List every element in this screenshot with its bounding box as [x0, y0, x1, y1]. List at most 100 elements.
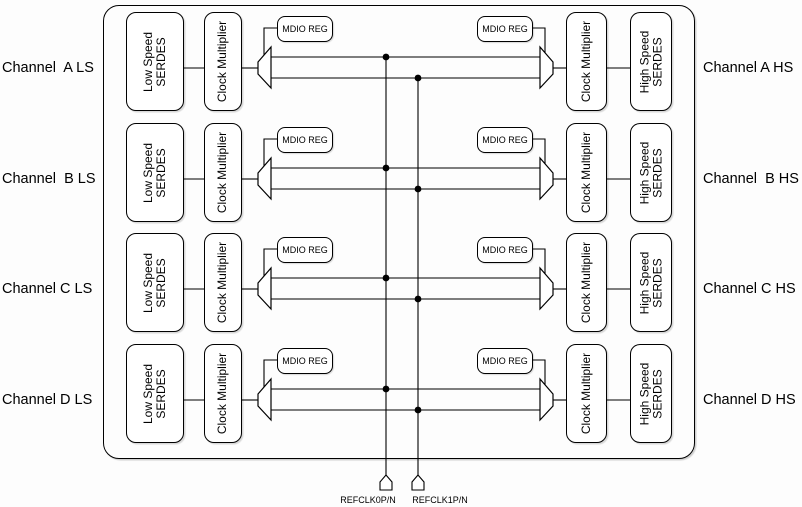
mdio-select-wire [532, 27, 546, 54]
mdio-reg-block: MDIO REG [277, 237, 333, 263]
mdio-reg-text: MDIO REG [482, 356, 528, 366]
high-speed-serdes-text: High Speed SERDES [637, 251, 664, 314]
clock-multiplier-block: Clock Multiplier [204, 233, 242, 332]
clock-multiplier-block: Clock Multiplier [204, 12, 242, 111]
refclk-mux-left [257, 156, 272, 201]
low-speed-serdes-line2: SERDES [154, 36, 169, 87]
mdio-reg-block: MDIO REG [477, 127, 533, 153]
channel-a-hs-label: Channel A HS [703, 60, 794, 76]
channel-d-hs-label: Channel D HS [703, 392, 796, 408]
channel-row-d: Channel D LS Low Speed SERDES Clock Mult… [0, 344, 802, 443]
mdio-reg-text: MDIO REG [482, 245, 528, 255]
channel-b-ls-label: Channel B LS [2, 171, 96, 187]
mdio-select-wire [263, 138, 277, 166]
mdio-reg-block: MDIO REG [477, 348, 533, 374]
low-speed-serdes-text: Low Speed SERDES [141, 142, 169, 202]
channel-a-ls-label: Channel A LS [2, 60, 94, 76]
clock-multiplier-text: Clock Multiplier [579, 352, 594, 435]
clock-multiplier-block: Clock Multiplier [566, 123, 607, 222]
mdio-reg-text: MDIO REG [282, 135, 328, 145]
junction-dot [414, 295, 422, 303]
clock-multiplier-text: Clock Multiplier [579, 241, 594, 324]
refclk-mux-right [539, 45, 554, 90]
clock-multiplier-block: Clock Multiplier [204, 344, 242, 443]
refclk-mux-left [257, 377, 272, 422]
junction-dot [382, 164, 390, 172]
channel-d-clock-nets [184, 359, 630, 411]
junction-dot [414, 406, 422, 414]
high-speed-serdes-line2: SERDES [650, 36, 664, 87]
clock-multiplier-block: Clock Multiplier [566, 12, 607, 111]
refclk0-pin-label: REFCLK0P/N [340, 495, 396, 505]
channel-b-clock-nets [184, 138, 630, 190]
channel-b-hs-label: Channel B HS [703, 171, 799, 187]
high-speed-serdes-block: High Speed SERDES [630, 233, 672, 332]
clock-multiplier-text: Clock Multiplier [215, 131, 230, 214]
mdio-select-wire [532, 248, 546, 275]
mdio-select-wire [263, 248, 277, 276]
junction-dot [414, 74, 422, 82]
clock-multiplier-block: Clock Multiplier [566, 233, 607, 332]
high-speed-serdes-text: High Speed SERDES [637, 362, 664, 425]
junction-dot [414, 185, 422, 193]
high-speed-serdes-line1: High Speed [637, 362, 651, 425]
channel-row-a: Channel A LS Low Speed SERDES Clock Mult… [0, 12, 802, 111]
mdio-reg-text: MDIO REG [282, 245, 328, 255]
mdio-reg-text: MDIO REG [282, 24, 328, 34]
refclk-mux-left [257, 266, 272, 311]
mdio-reg-text: MDIO REG [482, 24, 528, 34]
channel-c-hs-label: Channel C HS [703, 281, 796, 297]
low-speed-serdes-block: Low Speed SERDES [126, 12, 184, 111]
high-speed-serdes-text: High Speed SERDES [637, 141, 664, 204]
junction-dot [382, 274, 390, 282]
high-speed-serdes-line1: High Speed [637, 141, 651, 204]
refclk-mux-right [539, 377, 554, 422]
mdio-select-wire [532, 138, 546, 165]
high-speed-serdes-text: High Speed SERDES [637, 30, 664, 93]
mdio-reg-text: MDIO REG [282, 356, 328, 366]
low-speed-serdes-line2: SERDES [154, 257, 169, 308]
refclk1-pin-label: REFCLK1P/N [412, 495, 468, 505]
channel-d-ls-label: Channel D LS [2, 392, 93, 408]
mdio-select-wire [263, 27, 277, 55]
high-speed-serdes-line1: High Speed [637, 30, 651, 93]
high-speed-serdes-line1: High Speed [637, 251, 651, 314]
mdio-reg-block: MDIO REG [277, 16, 333, 42]
low-speed-serdes-text: Low Speed SERDES [141, 363, 168, 423]
high-speed-serdes-line2: SERDES [650, 147, 664, 198]
low-speed-serdes-block: Low Speed SERDES [126, 233, 184, 332]
high-speed-serdes-block: High Speed SERDES [630, 123, 672, 222]
channel-row-c: Channel C LS Low Speed SERDES Clock Mult… [0, 233, 802, 332]
mdio-reg-block: MDIO REG [477, 16, 533, 42]
clock-multiplier-text: Clock Multiplier [579, 131, 594, 214]
refclk1-pin-terminal [411, 474, 425, 491]
high-speed-serdes-line2: SERDES [650, 368, 664, 419]
low-speed-serdes-block: Low Speed SERDES [126, 123, 184, 222]
low-speed-serdes-line2: SERDES [154, 147, 169, 198]
clock-multiplier-text: Clock Multiplier [579, 20, 594, 103]
refclk0-pin-terminal [379, 474, 393, 491]
clock-multiplier-text: Clock Multiplier [215, 241, 230, 324]
mdio-select-wire [532, 359, 546, 386]
refclk-mux-left [257, 45, 272, 90]
high-speed-serdes-block: High Speed SERDES [630, 12, 672, 111]
low-speed-serdes-text: Low Speed SERDES [141, 31, 169, 91]
clock-multiplier-block: Clock Multiplier [204, 123, 242, 222]
clock-multiplier-text: Clock Multiplier [215, 20, 230, 103]
junction-dot [382, 385, 390, 393]
low-speed-serdes-block: Low Speed SERDES [126, 344, 184, 443]
mdio-select-wire [263, 359, 277, 387]
channel-c-clock-nets [184, 248, 630, 300]
channel-row-b: Channel B LS Low Speed SERDES Clock Mult… [0, 123, 802, 222]
channel-c-ls-label: Channel C LS [2, 281, 93, 297]
clock-multiplier-block: Clock Multiplier [566, 344, 607, 443]
mdio-reg-text: MDIO REG [482, 135, 528, 145]
mdio-reg-block: MDIO REG [477, 237, 533, 263]
junction-dot [382, 53, 390, 61]
channel-a-clock-nets [184, 27, 630, 79]
high-speed-serdes-block: High Speed SERDES [630, 344, 672, 443]
mdio-reg-block: MDIO REG [277, 348, 333, 374]
clock-multiplier-text: Clock Multiplier [215, 352, 230, 435]
